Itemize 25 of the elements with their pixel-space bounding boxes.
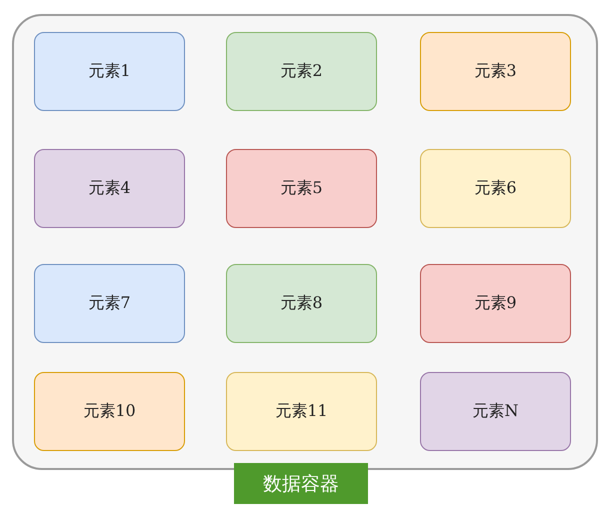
element-label: 元素11 bbox=[275, 401, 328, 422]
element-box bbox=[34, 372, 185, 451]
element-box bbox=[34, 32, 185, 111]
element-label: 元素5 bbox=[280, 178, 323, 199]
element-box bbox=[226, 264, 377, 343]
element-label: 元素2 bbox=[280, 61, 323, 82]
element-label: 元素N bbox=[472, 401, 518, 422]
element-box bbox=[226, 32, 377, 111]
element-label: 元素7 bbox=[88, 293, 131, 314]
element-label: 元素4 bbox=[88, 178, 131, 199]
element-label: 元素6 bbox=[474, 178, 517, 199]
element-label: 元素10 bbox=[83, 401, 136, 422]
element-label: 元素1 bbox=[88, 61, 131, 82]
element-box bbox=[420, 149, 571, 228]
element-box bbox=[420, 32, 571, 111]
element-box bbox=[226, 149, 377, 228]
element-label: 元素8 bbox=[280, 293, 323, 314]
element-box bbox=[34, 264, 185, 343]
element-box bbox=[34, 149, 185, 228]
element-label: 元素3 bbox=[474, 61, 517, 82]
element-box bbox=[420, 372, 571, 451]
container-label: 数据容器 bbox=[234, 463, 368, 504]
element-box bbox=[226, 372, 377, 451]
element-label: 元素9 bbox=[474, 293, 517, 314]
element-box bbox=[420, 264, 571, 343]
